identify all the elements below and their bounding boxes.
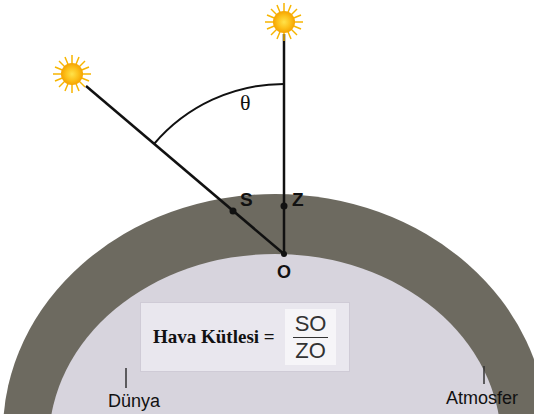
- point-label: S: [240, 190, 253, 209]
- sun: [265, 3, 303, 41]
- point-dot: [281, 251, 287, 257]
- point-dot: [281, 203, 288, 210]
- leader-line: [483, 366, 485, 384]
- zenith-ray: [283, 34, 286, 254]
- denominator: ZO: [293, 338, 328, 363]
- point-label: O: [277, 263, 291, 281]
- point-label: Z: [292, 190, 304, 209]
- angle-arc: [154, 84, 284, 144]
- formula-label: Hava Kütlesi =: [153, 326, 275, 348]
- formula-box: Hava Kütlesi = SOZO: [140, 302, 350, 372]
- leader-line: [125, 368, 127, 388]
- fraction: SOZO: [285, 309, 337, 365]
- numerator: SO: [293, 311, 329, 337]
- angle-label: θ: [240, 92, 251, 114]
- atmosphere-label: Atmosfer: [446, 389, 518, 407]
- slant-ray: [86, 86, 284, 254]
- earth-surface: [49, 254, 501, 414]
- point-dot: [230, 208, 237, 215]
- atmosphere-band: [3, 194, 534, 414]
- earth-label: Dünya: [108, 392, 160, 410]
- sun: [53, 55, 91, 93]
